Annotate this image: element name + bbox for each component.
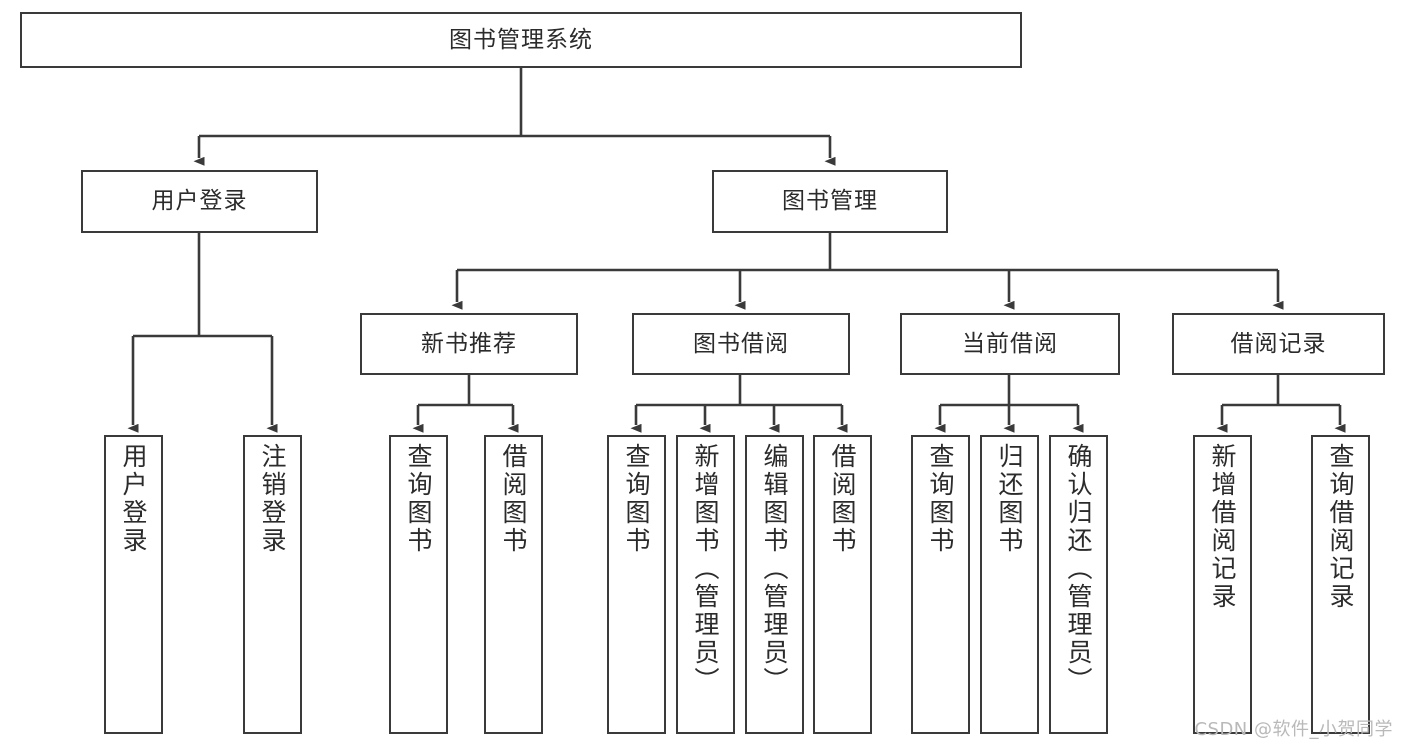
leaf-edit-book-label: 编辑图书（管理员） — [760, 443, 789, 695]
leaf-confirm-return-label: 确认归还（管理员） — [1064, 443, 1093, 695]
leaf-return-book-label: 归还图书 — [995, 443, 1024, 555]
node-new-book-recommend[interactable]: 新书推荐 — [360, 313, 578, 375]
node-book-borrow-label: 图书借阅 — [693, 330, 789, 357]
node-borrow-record-label: 借阅记录 — [1230, 330, 1327, 357]
leaf-add-book[interactable]: 新增图书（管理员） — [676, 435, 735, 734]
leaf-query-book-2[interactable]: 查询图书 — [607, 435, 666, 734]
leaf-add-record[interactable]: 新增借阅记录 — [1193, 435, 1252, 734]
leaf-query-book-1-label: 查询图书 — [404, 443, 433, 555]
leaf-query-book-3[interactable]: 查询图书 — [911, 435, 970, 734]
leaf-user-login[interactable]: 用户登录 — [104, 435, 163, 734]
node-current-borrow[interactable]: 当前借阅 — [900, 313, 1120, 375]
leaf-borrow-book-1[interactable]: 借阅图书 — [484, 435, 543, 734]
node-book-borrow[interactable]: 图书借阅 — [632, 313, 850, 375]
leaf-user-login-label: 用户登录 — [119, 443, 148, 555]
leaf-query-book-2-label: 查询图书 — [622, 443, 651, 555]
leaf-query-record-label: 查询借阅记录 — [1326, 443, 1355, 611]
leaf-confirm-return[interactable]: 确认归还（管理员） — [1049, 435, 1108, 734]
node-new-book-recommend-label: 新书推荐 — [421, 330, 517, 357]
leaf-logout-login-label: 注销登录 — [258, 443, 287, 555]
leaf-add-book-label: 新增图书（管理员） — [691, 443, 720, 695]
node-book-manage-label: 图书管理 — [782, 188, 878, 215]
node-root-label: 图书管理系统 — [449, 26, 593, 53]
leaf-query-record[interactable]: 查询借阅记录 — [1311, 435, 1370, 734]
leaf-edit-book[interactable]: 编辑图书（管理员） — [745, 435, 804, 734]
leaf-logout-login[interactable]: 注销登录 — [243, 435, 302, 734]
leaf-query-book-1[interactable]: 查询图书 — [389, 435, 448, 734]
node-book-manage[interactable]: 图书管理 — [712, 170, 948, 233]
leaf-add-record-label: 新增借阅记录 — [1208, 443, 1237, 611]
leaf-borrow-book-1-label: 借阅图书 — [499, 443, 528, 555]
node-current-borrow-label: 当前借阅 — [962, 330, 1058, 357]
leaf-borrow-book-2-label: 借阅图书 — [828, 443, 857, 555]
node-borrow-record[interactable]: 借阅记录 — [1172, 313, 1385, 375]
leaf-return-book[interactable]: 归还图书 — [980, 435, 1039, 734]
leaf-query-book-3-label: 查询图书 — [926, 443, 955, 555]
watermark-text: CSDN @软件_小贺同学 — [1194, 719, 1393, 740]
leaf-borrow-book-2[interactable]: 借阅图书 — [813, 435, 872, 734]
node-user-login-label: 用户登录 — [151, 188, 248, 215]
node-root[interactable]: 图书管理系统 — [20, 12, 1022, 68]
node-user-login[interactable]: 用户登录 — [81, 170, 318, 233]
